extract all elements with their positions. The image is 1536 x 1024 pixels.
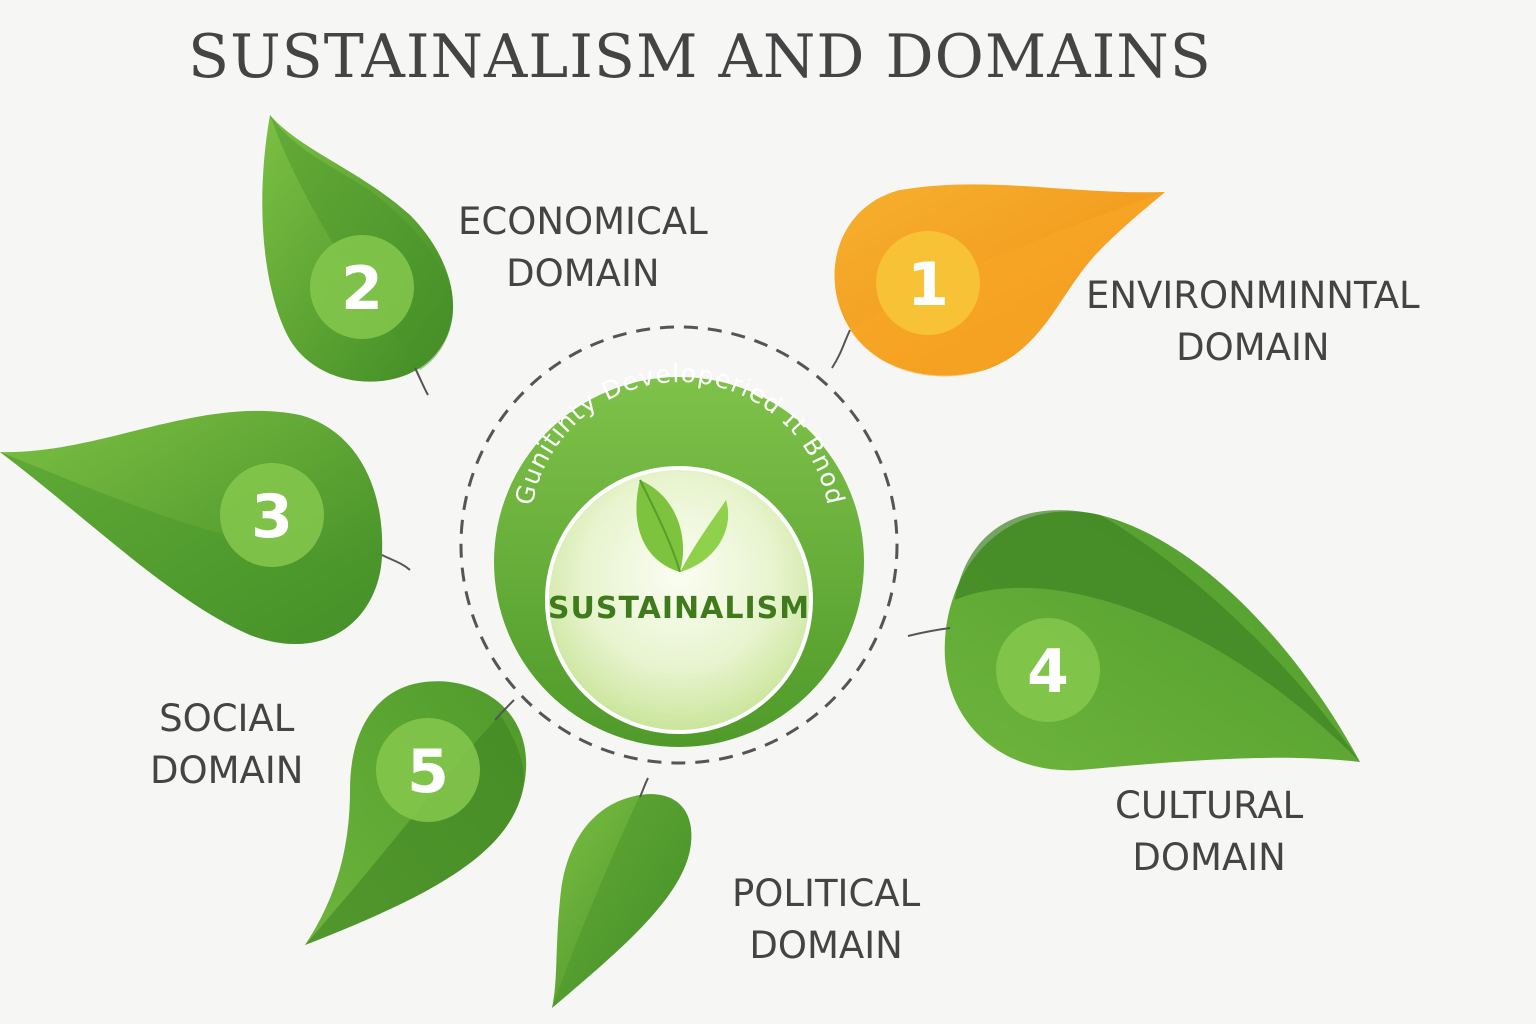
leaf-5-political-top: 5 xyxy=(305,681,527,945)
leaf-1-number: 1 xyxy=(907,250,949,320)
center-core xyxy=(545,466,813,734)
center-badge: Gunitinty Developeried ɪt Bnod SUSTAINAL… xyxy=(494,359,864,747)
leaf-3-social: 3 xyxy=(0,410,411,644)
diagram-title: SUSTAINALISM AND DOMAINS xyxy=(188,22,1212,92)
leaf-1-environmental: 1 xyxy=(831,184,1165,377)
sprout-icon xyxy=(636,479,729,573)
leaf-5-number: 5 xyxy=(407,737,449,807)
leaf-4-cultural: 4 xyxy=(907,510,1360,771)
leaf-2-economical: 2 xyxy=(262,115,454,396)
leaf-4-number: 4 xyxy=(1027,637,1069,707)
leaf-3-number: 3 xyxy=(251,482,293,552)
center-label: SUSTAINALISM xyxy=(548,591,810,626)
leaf-2-number: 2 xyxy=(341,254,383,324)
leaf-political-bottom xyxy=(552,777,692,1008)
dashed-orbit xyxy=(459,325,899,765)
